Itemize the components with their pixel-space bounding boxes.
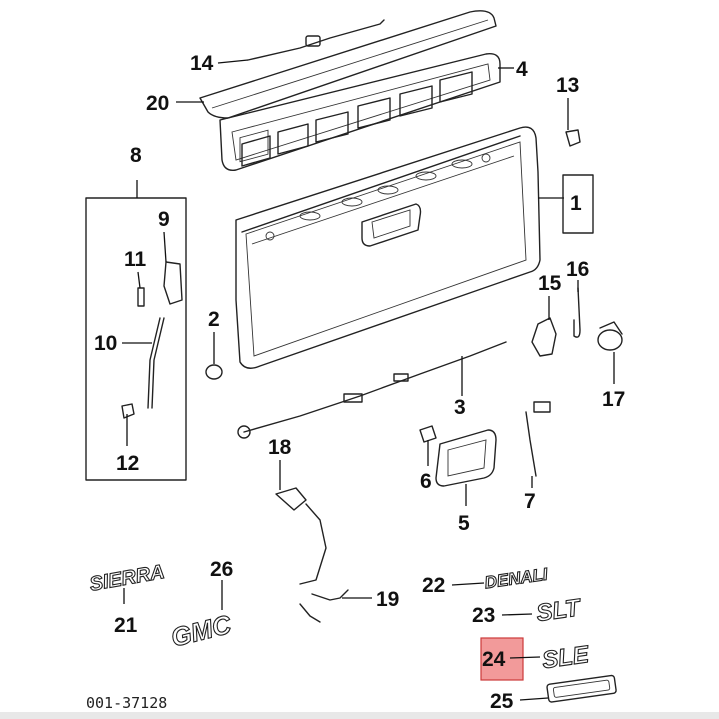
svg-text:SIERRA: SIERRA <box>88 561 166 596</box>
callout-labels: 14 20 4 13 1 2 3 15 16 17 8 9 11 10 12 6… <box>94 52 625 713</box>
highlight-box-24 <box>480 637 524 681</box>
emblem-slt: SLT <box>534 594 584 628</box>
svg-text:GMC: GMC <box>168 609 235 653</box>
callout-10: 10 <box>94 332 117 355</box>
callout-20: 20 <box>146 92 169 115</box>
emblem-sle: SLE <box>540 640 592 674</box>
callout-25: 25 <box>490 690 514 713</box>
callout-22: 22 <box>422 574 445 597</box>
callout-12: 12 <box>116 452 139 475</box>
callout-9: 9 <box>158 208 170 231</box>
part-18-19-harness <box>275 487 349 623</box>
emblem-denali: DENALI <box>483 564 551 593</box>
part-14-rod <box>247 19 385 61</box>
part-3-cable <box>237 341 507 439</box>
callout-3: 3 <box>454 396 466 419</box>
callout-26: 26 <box>210 558 233 581</box>
reference-number: 001-37128 <box>86 694 167 712</box>
part-20-top-cap <box>199 10 497 119</box>
part-16-clip <box>573 287 581 338</box>
part-8-group-box <box>85 197 187 481</box>
part-13-fastener <box>565 129 581 147</box>
callout-16: 16 <box>566 258 589 281</box>
part-15-latch <box>531 317 557 357</box>
callout-18: 18 <box>268 436 292 459</box>
callout-6: 6 <box>420 470 432 493</box>
callout-13: 13 <box>556 74 579 97</box>
svg-text:SLE: SLE <box>541 641 592 674</box>
callout-8: 8 <box>130 144 142 167</box>
callout-2: 2 <box>208 308 220 331</box>
callout-15: 15 <box>538 272 562 295</box>
part-7-rod <box>525 401 551 477</box>
leader-lines <box>122 59 615 701</box>
callout-5: 5 <box>458 512 470 535</box>
callout-1: 1 <box>570 192 582 215</box>
svg-text:SLT: SLT <box>535 594 584 627</box>
callout-4: 4 <box>516 58 528 81</box>
callout-11: 11 <box>124 248 147 271</box>
bottom-bar <box>0 712 719 719</box>
part-2-plug <box>205 364 223 380</box>
callout-7: 7 <box>524 490 536 513</box>
part-4-inner-panel <box>219 53 501 171</box>
part-5-handle <box>435 429 497 487</box>
emblem-gmc: GMC <box>167 608 235 653</box>
callout-23: 23 <box>472 604 495 627</box>
emblem-sierra: SIERRA <box>87 560 166 596</box>
callout-17: 17 <box>602 388 625 411</box>
callout-14: 14 <box>190 52 214 75</box>
part-1-tailgate <box>235 126 541 369</box>
part-17-bushing <box>597 321 623 351</box>
svg-text:DENALI: DENALI <box>483 564 550 592</box>
part-6-bolt <box>419 425 437 443</box>
part-25-emblem-plate <box>546 674 617 703</box>
callout-24: 24 <box>482 648 506 671</box>
callout-21: 21 <box>114 614 138 637</box>
callout-19: 19 <box>376 588 399 611</box>
